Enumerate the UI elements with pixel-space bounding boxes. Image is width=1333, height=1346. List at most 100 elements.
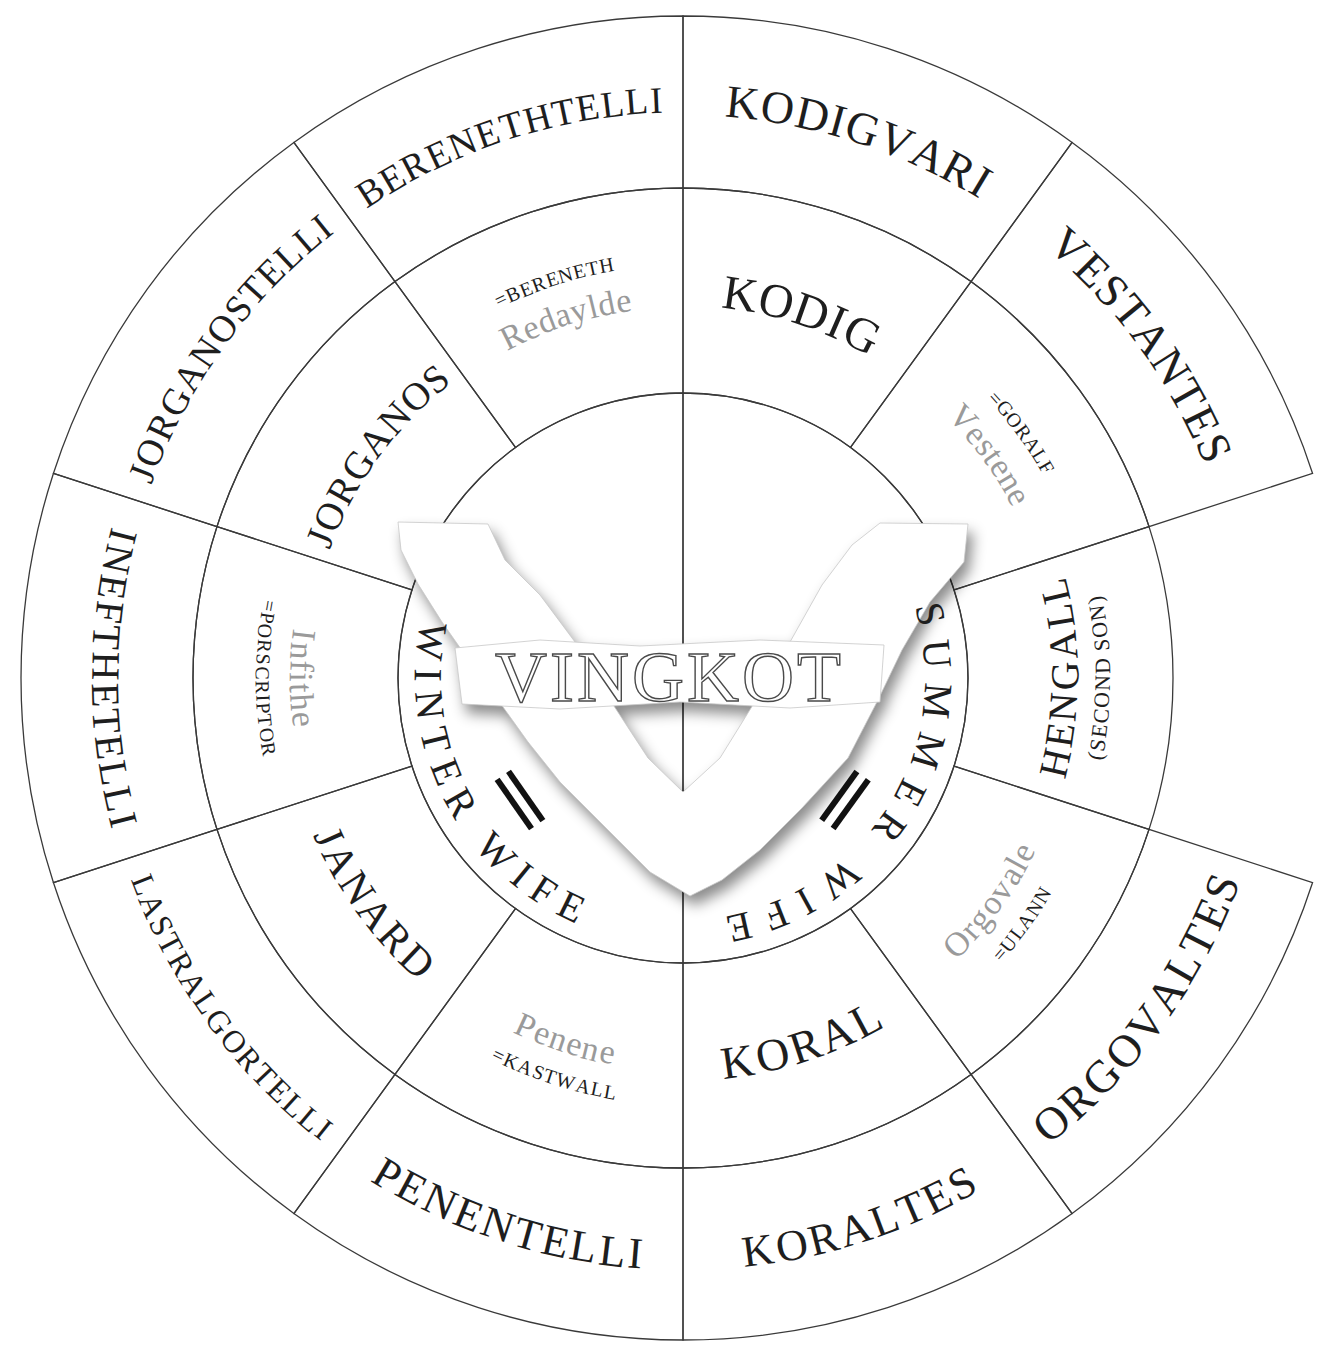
sector-border bbox=[21, 473, 217, 882]
label-letter: M bbox=[903, 728, 952, 774]
label-letter: s bbox=[969, 430, 1004, 461]
label-letter: e bbox=[517, 309, 544, 346]
label-letter: R bbox=[254, 639, 275, 654]
label-letter: E bbox=[1088, 723, 1112, 739]
label-letter: I bbox=[306, 208, 339, 245]
ring-sector: Penene=KASTWALL bbox=[392, 906, 685, 1170]
sector-border bbox=[971, 142, 1313, 526]
ring-label: =KASTWALL bbox=[392, 906, 685, 1170]
label-letter: H bbox=[1033, 745, 1078, 782]
label-letter: A bbox=[515, 1055, 536, 1079]
label-letter: N bbox=[408, 689, 451, 722]
label-letter: L bbox=[596, 1228, 628, 1275]
label-letter: P bbox=[510, 1007, 541, 1046]
equals-bar bbox=[833, 780, 868, 829]
label-letter: A bbox=[813, 1006, 862, 1061]
label-letter: P bbox=[257, 611, 278, 625]
label-letter bbox=[1091, 651, 1113, 658]
sector-border bbox=[851, 282, 1150, 590]
label-letter: W bbox=[554, 1069, 578, 1093]
label-letter: d bbox=[533, 302, 561, 340]
label-letter: = bbox=[988, 943, 1010, 965]
label-letter: I bbox=[820, 297, 854, 347]
ring-label: =PORSCRIPTOR bbox=[191, 524, 414, 832]
ring-label: Infithe bbox=[191, 524, 414, 832]
ring-label: JORGANOSTELLI bbox=[51, 140, 397, 529]
label-letter: I bbox=[408, 668, 448, 682]
label-letter: O bbox=[936, 924, 978, 965]
label-letter: O bbox=[1088, 620, 1112, 638]
ring-label: Redaylde bbox=[392, 186, 685, 450]
label-letter: N bbox=[1030, 884, 1055, 907]
label-letter: N bbox=[443, 121, 482, 166]
label-letter: D bbox=[791, 88, 834, 140]
label-letter: A bbox=[133, 889, 171, 923]
label-letter: J bbox=[122, 460, 162, 487]
label-letter: R bbox=[161, 947, 199, 981]
label-letter: N bbox=[1142, 341, 1199, 394]
label-letter: H bbox=[519, 97, 555, 140]
label-letter: B bbox=[503, 282, 523, 306]
label-letter: A bbox=[1020, 433, 1045, 456]
label-letter: I bbox=[504, 856, 540, 895]
label-letter: A bbox=[315, 837, 366, 883]
label-letter: N bbox=[556, 263, 575, 286]
sector-border bbox=[294, 1074, 683, 1340]
label-letter: S bbox=[941, 1159, 984, 1209]
sector-border bbox=[193, 527, 412, 830]
ring-label: KORALTES bbox=[681, 1072, 1075, 1342]
label-letter: O bbox=[772, 1221, 811, 1270]
label-letter: R bbox=[529, 272, 548, 295]
label-letter: e bbox=[597, 1034, 619, 1070]
ring-sector: =BERENETHRedaylde bbox=[392, 186, 685, 450]
ring-label: JANARD bbox=[214, 764, 518, 1077]
label-letter: e bbox=[529, 1015, 556, 1052]
label-letter: H bbox=[597, 254, 615, 276]
ring-label: LASTRALGORTELLI bbox=[51, 827, 397, 1216]
label-letter: N bbox=[182, 331, 228, 375]
label-letter: t bbox=[284, 682, 318, 692]
label-letter: K bbox=[724, 78, 762, 127]
label-letter: f bbox=[284, 659, 318, 671]
label-letter: K bbox=[718, 1037, 757, 1087]
ring-label: PENENTELLI bbox=[291, 1072, 685, 1342]
label-letter: L bbox=[567, 1223, 601, 1271]
label-letter: R bbox=[866, 805, 914, 850]
ring-label: KODIGVARI bbox=[681, 14, 1075, 284]
label-letter: I bbox=[962, 159, 999, 206]
label-letter: A bbox=[349, 890, 401, 940]
ring-sector: KORALTES bbox=[681, 1072, 1075, 1342]
label-letter: G bbox=[334, 443, 382, 488]
label-letter: E bbox=[538, 1217, 574, 1266]
label-letter: L bbox=[589, 1078, 605, 1100]
label-letter: N bbox=[1022, 896, 1047, 919]
label-letter: W bbox=[469, 824, 524, 879]
label-letter: t bbox=[977, 442, 1010, 469]
ring-label: Orgovale bbox=[848, 764, 1152, 1077]
label-letter: J bbox=[307, 821, 352, 853]
label-letter: e bbox=[983, 451, 1020, 482]
label-letter: E bbox=[916, 1171, 960, 1222]
sector-outline bbox=[681, 906, 974, 1170]
label-letter: M bbox=[915, 682, 958, 721]
label-letter: S bbox=[530, 1061, 547, 1084]
label-letter: T bbox=[548, 92, 578, 133]
label-letter: V bbox=[872, 113, 920, 168]
label-letter: P bbox=[254, 702, 275, 715]
label-letter: I bbox=[286, 628, 321, 643]
label-letter: S bbox=[1086, 737, 1110, 753]
label-letter: L bbox=[602, 1081, 618, 1103]
label-letter: A bbox=[1138, 969, 1194, 1022]
label-letter: e bbox=[1004, 838, 1041, 867]
label-letter: L bbox=[624, 82, 650, 121]
label-letter: D bbox=[392, 935, 443, 986]
sector-outline bbox=[681, 186, 974, 450]
label-letter: T bbox=[509, 1210, 547, 1260]
ring-sector: Infithe=PORSCRIPTOR bbox=[191, 524, 414, 832]
label-letter: P bbox=[366, 1149, 410, 1199]
label-letter: I bbox=[309, 1114, 337, 1146]
sector-outline bbox=[291, 14, 685, 284]
label-letter: F bbox=[758, 893, 793, 938]
sector-outline bbox=[214, 764, 518, 1077]
sector-outline bbox=[681, 1072, 1075, 1342]
